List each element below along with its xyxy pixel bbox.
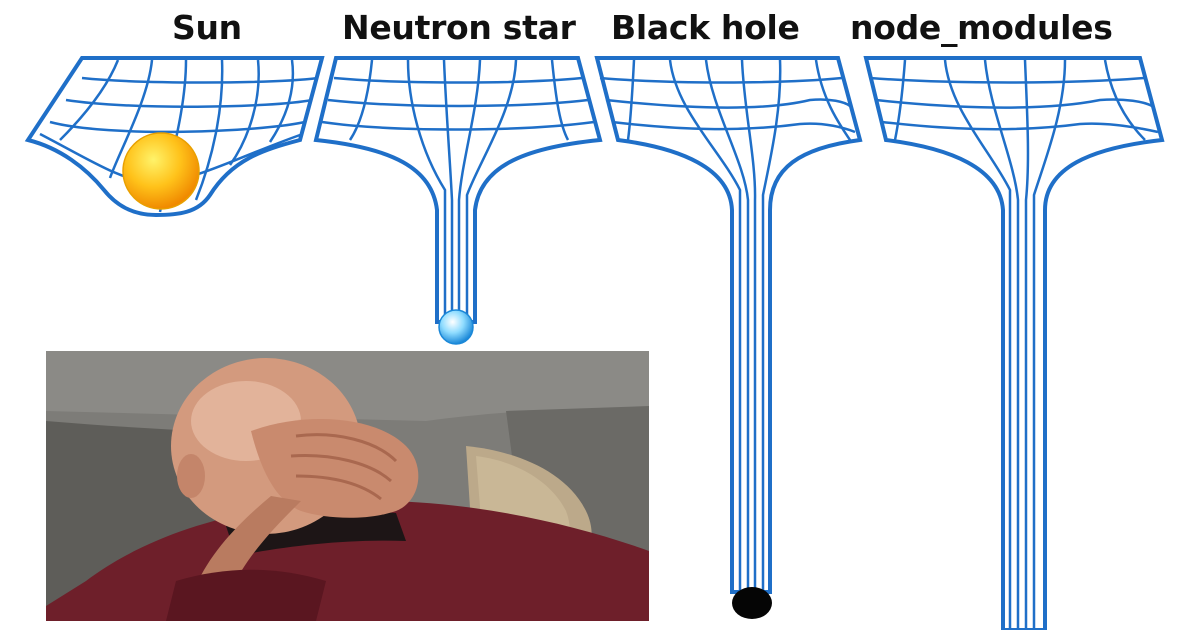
label-node-modules: node_modules: [850, 8, 1113, 47]
label-black-hole: Black hole: [611, 8, 800, 47]
label-sun: Sun: [172, 8, 242, 47]
neutron-star-gravity-well: [313, 56, 603, 324]
facepalm-photo: [46, 351, 649, 621]
neutron-star-sphere: [438, 309, 474, 345]
meme-labels: Sun Neutron star Black hole node_modules: [0, 0, 1200, 60]
node-modules-gravity-well: [863, 56, 1165, 630]
label-neutron-star: Neutron star: [342, 8, 576, 47]
sun-sphere: [122, 132, 200, 210]
black-hole-sphere: [732, 587, 772, 619]
